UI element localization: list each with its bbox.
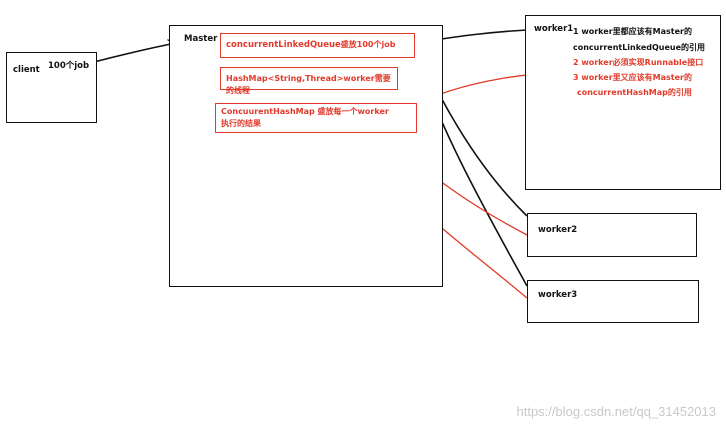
worker2-node: worker2	[527, 213, 697, 257]
worker3-node: worker3	[527, 280, 699, 323]
hashmap-box: HashMap<String,Thread>worker需要的线程	[220, 67, 398, 95]
master-title: Master	[184, 34, 218, 44]
client-node: client	[6, 52, 97, 123]
worker1-note-5: concurrentHashMap的引用	[577, 88, 692, 97]
worker1-note-1: 1 worker里都应该有Master的	[573, 27, 692, 36]
client-to-master-arrow	[85, 43, 176, 65]
hashmap-label: HashMap<String,Thread>worker需要的线程	[226, 74, 391, 95]
watermark: https://blog.csdn.net/qq_31452013	[516, 404, 717, 419]
worker1-note-2: concurrentLinkedQueue的引用	[573, 43, 706, 52]
worker1-note-4: 3 worker里又应该有Master的	[573, 73, 692, 82]
worker1-node: worker1	[525, 15, 721, 190]
queue-desc: 盛放100个job	[340, 40, 396, 49]
result-line2: 执行的结果	[221, 119, 261, 128]
client-title: client	[13, 65, 40, 75]
queue-name: concurrentLinkedQueue	[226, 40, 341, 50]
result-box: ConcuurentHashMap 盛放每一个worker 执行的结果	[215, 103, 417, 133]
worker1-note-3: 2 worker必须实现Runnable接口	[573, 58, 704, 67]
worker3-title: worker3	[538, 290, 578, 300]
worker1-notes: 1 worker里都应该有Master的 concurrentLinkedQue…	[573, 26, 705, 99]
queue-box: concurrentLinkedQueue盛放100个job	[220, 33, 415, 58]
result-line1: ConcuurentHashMap 盛放每一个worker	[221, 107, 389, 116]
client-edge-label: 100个job	[48, 61, 90, 71]
worker1-title: worker1	[534, 24, 574, 34]
master-node: Master	[169, 25, 443, 287]
worker2-title: worker2	[538, 225, 578, 235]
